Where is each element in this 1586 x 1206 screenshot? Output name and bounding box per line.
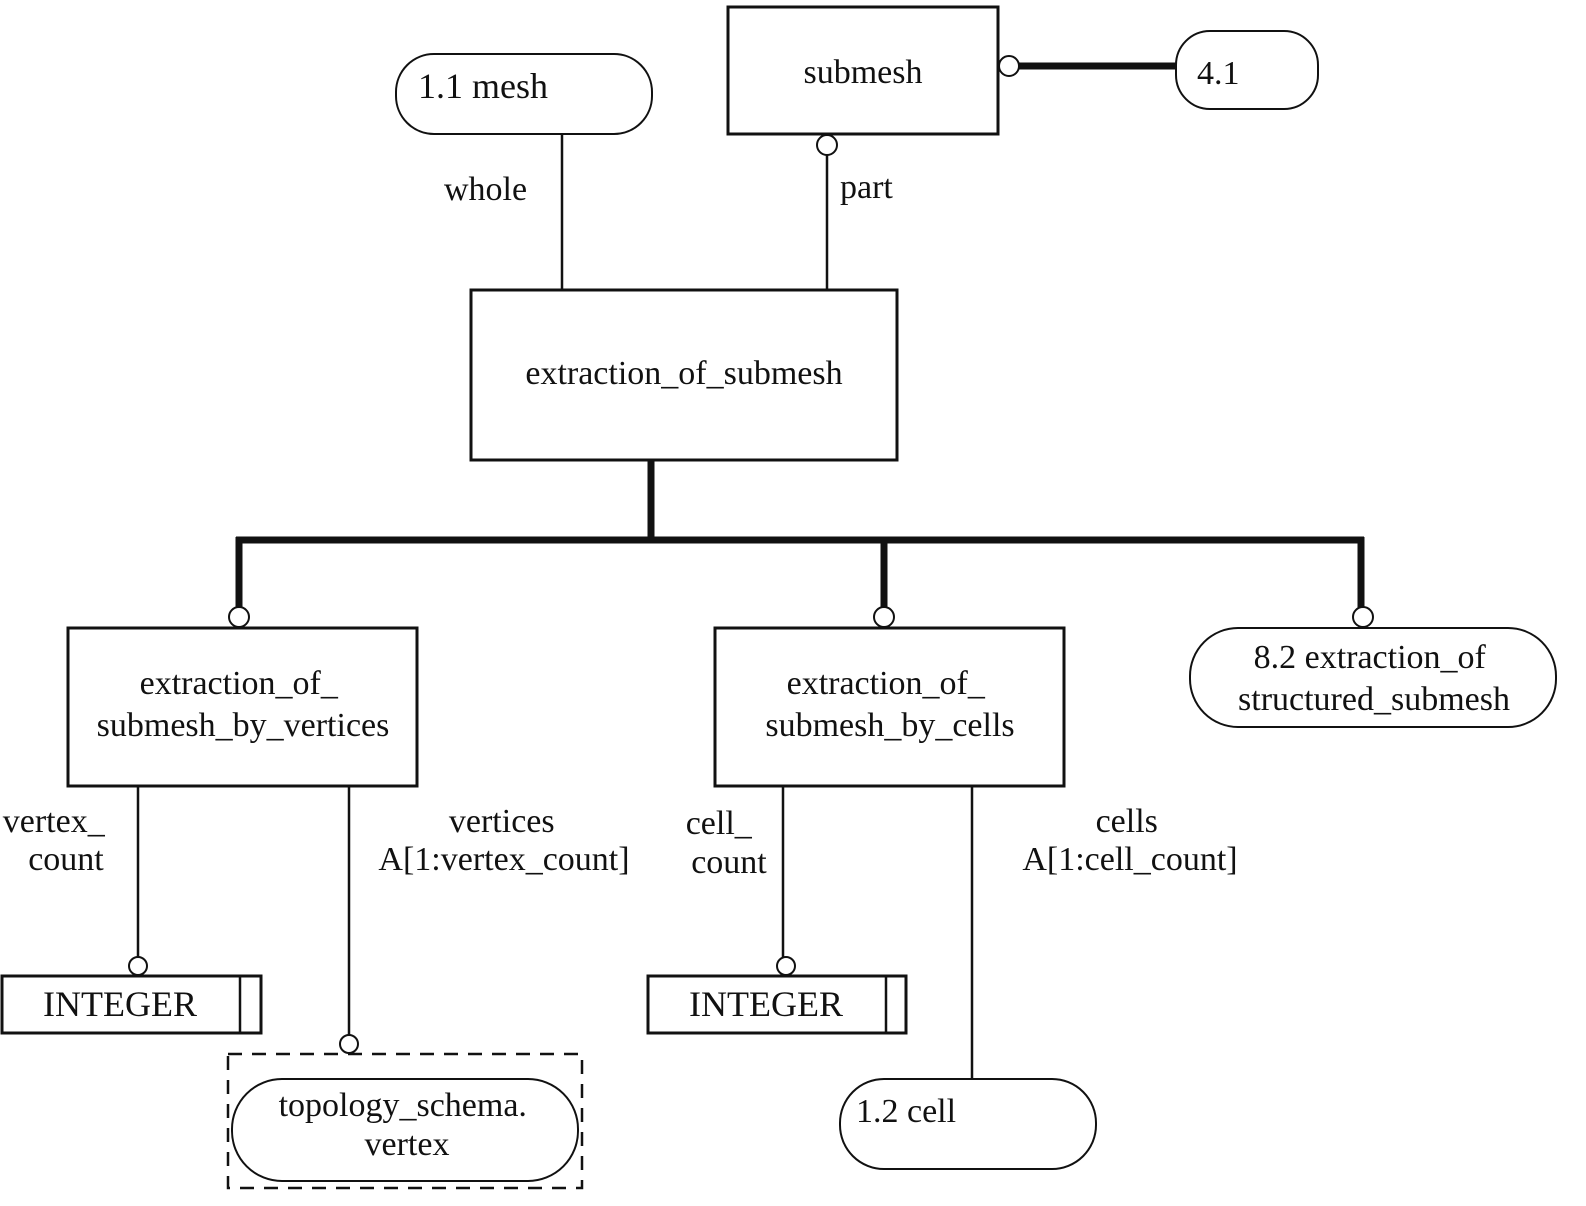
entity-extraction-of-submesh-by-cells[interactable]: extraction_of_ submesh_by_cells <box>713 626 1066 788</box>
supertype-tree <box>228 460 1374 628</box>
relationship-end-circle <box>339 1034 359 1054</box>
page-reference-4-1-label: 4.1 <box>1197 55 1240 92</box>
relationship-end-circle <box>128 956 148 976</box>
relationship-vertices-label: vertices A[1:vertex_count] <box>378 803 629 878</box>
link-end-circle <box>998 55 1020 77</box>
relationship-vertices: vertices A[1:vertex_count] <box>339 786 630 1054</box>
entity-extraction-of-submesh-by-vertices[interactable]: extraction_of_ submesh_by_vertices <box>66 626 419 788</box>
entity-by-cells-line-1: extraction_of_ <box>787 665 986 702</box>
type-integer-2-label: INTEGER <box>689 984 843 1024</box>
label-line-2: A[1:cell_count] <box>1022 841 1237 878</box>
label-line-2: count <box>28 841 104 878</box>
relationship-part: part <box>816 134 893 290</box>
entity-submesh[interactable]: submesh <box>726 5 1000 136</box>
relationship-cell-count: cell_ count <box>686 786 796 976</box>
type-integer-2[interactable]: INTEGER <box>646 974 908 1035</box>
entity-by-cells-label: extraction_of_ submesh_by_cells <box>765 665 1014 744</box>
entity-by-vertices-line-2: submesh_by_vertices <box>97 707 390 744</box>
reference-structured-label: 8.2 extraction_of structured_submesh <box>1238 639 1510 718</box>
reference-topology-schema-vertex[interactable]: topology_schema. vertex <box>226 1052 584 1190</box>
subtype-link-submesh-4-1 <box>998 55 1176 77</box>
reference-mesh[interactable]: 1.1 mesh <box>395 53 653 135</box>
relationship-end-circle <box>776 956 796 976</box>
type-integer-1[interactable]: INTEGER <box>0 974 263 1035</box>
entity-by-cells-line-2: submesh_by_cells <box>765 707 1014 744</box>
page-reference-4-1[interactable]: 4.1 <box>1175 30 1319 110</box>
label-line-1: topology_schema. <box>279 1087 527 1124</box>
subtype-circle-vertices <box>228 606 250 628</box>
label-line-2: count <box>691 844 767 881</box>
relationship-part-label: part <box>840 169 893 206</box>
label-line-1: vertex_ <box>3 803 106 840</box>
label-line-1: cell_ <box>686 805 753 842</box>
relationship-whole: whole <box>444 134 564 290</box>
label-line-1: vertices <box>449 803 555 840</box>
reference-cell-label: 1.2 cell <box>856 1093 956 1130</box>
relationship-cells: cells A[1:cell_count] <box>970 786 1238 1079</box>
subtype-circle-structured <box>1352 606 1374 628</box>
relationship-end-circle <box>816 134 838 156</box>
entity-by-vertices-line-1: extraction_of_ <box>140 665 339 702</box>
relationship-vertex-count-label: vertex_ count <box>3 803 113 878</box>
label-line-2: structured_submesh <box>1238 681 1510 718</box>
entity-extraction-of-submesh[interactable]: extraction_of_submesh <box>469 288 899 462</box>
reference-topology-label: topology_schema. vertex <box>279 1087 536 1163</box>
label-line-2: A[1:vertex_count] <box>378 841 629 878</box>
reference-cell[interactable]: 1.2 cell <box>839 1078 1097 1170</box>
relationship-cell-count-label: cell_ count <box>686 805 768 881</box>
entity-submesh-label: submesh <box>804 54 923 91</box>
reference-mesh-label: 1.1 mesh <box>418 66 548 106</box>
label-line-1: 8.2 extraction_of <box>1254 639 1487 676</box>
subtype-circle-cells <box>873 606 895 628</box>
relationship-cells-label: cells A[1:cell_count] <box>1022 803 1237 878</box>
reference-extraction-of-structured-submesh[interactable]: 8.2 extraction_of structured_submesh <box>1189 627 1557 728</box>
label-line-2: vertex <box>365 1126 450 1163</box>
entity-extraction-of-submesh-label: extraction_of_submesh <box>525 355 842 392</box>
entity-by-vertices-label: extraction_of_ submesh_by_vertices <box>97 665 390 744</box>
relationship-vertex-count: vertex_ count <box>3 786 148 976</box>
relationship-whole-label: whole <box>444 171 527 208</box>
type-integer-1-label: INTEGER <box>43 984 197 1024</box>
label-line-1: cells <box>1096 803 1158 840</box>
